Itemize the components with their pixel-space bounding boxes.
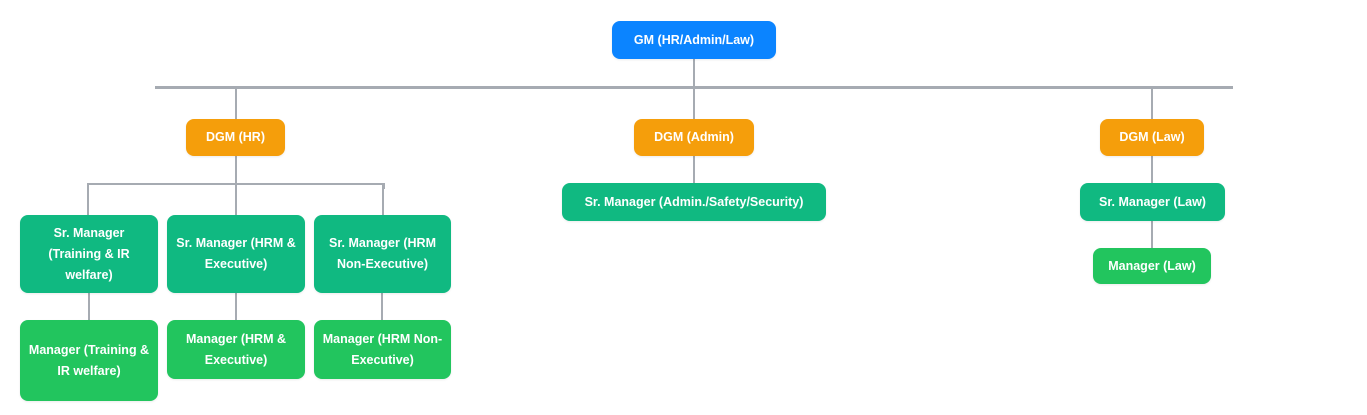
- connector-to-training-sr: [87, 185, 89, 215]
- connector-to-dgm-hr: [235, 89, 237, 119]
- node-dgm-admin-label: DGM (Admin): [654, 130, 734, 144]
- node-dgm-admin[interactable]: DGM (Admin): [634, 119, 754, 156]
- node-manager-training-label: Manager (Training & IR welfare): [28, 342, 150, 378]
- node-sr-manager-hrm-executive[interactable]: Sr. Manager (HRM & Executive): [167, 215, 305, 293]
- node-manager-law[interactable]: Manager (Law): [1093, 248, 1211, 284]
- node-sr-manager-hrm-non-executive-label: Sr. Manager (HRM Non-Executive): [329, 236, 436, 271]
- node-dgm-hr[interactable]: DGM (HR): [186, 119, 285, 156]
- connector-admin-down: [693, 155, 695, 184]
- connector-law-sr-mgr: [1151, 220, 1153, 249]
- connector-to-hrm-exec-sr: [235, 185, 237, 215]
- node-dgm-hr-label: DGM (HR): [205, 130, 265, 144]
- node-gm[interactable]: GM (HR/Admin/Law): [612, 21, 776, 59]
- connector-hr-bar: [87, 183, 385, 185]
- node-manager-law-label: Manager (Law): [1108, 258, 1196, 273]
- connector-hrm-nonexec-sr-mgr: [381, 292, 383, 321]
- node-dgm-law[interactable]: DGM (Law): [1100, 119, 1204, 156]
- node-sr-manager-training-label: Sr. Manager (Training & IR welfare): [48, 225, 130, 282]
- node-dgm-law-label: DGM (Law): [1119, 130, 1185, 144]
- node-gm-label: GM (HR/Admin/Law): [633, 32, 755, 47]
- node-sr-manager-hrm-executive-label: Sr. Manager (HRM & Executive): [176, 236, 296, 271]
- connector-hr-down: [235, 155, 237, 184]
- node-sr-manager-law[interactable]: Sr. Manager (Law): [1080, 183, 1225, 221]
- node-manager-hrm-non-executive[interactable]: Manager (HRM Non-Executive): [314, 320, 451, 379]
- node-manager-hrm-executive[interactable]: Manager (HRM & Executive): [167, 320, 305, 379]
- node-sr-manager-law-label: Sr. Manager (Law): [1099, 194, 1206, 209]
- node-sr-manager-admin-label: Sr. Manager (Admin./Safety/Security): [584, 194, 804, 209]
- node-manager-hrm-non-executive-label: Manager (HRM Non-Executive): [322, 331, 443, 367]
- connector-training-sr-mgr: [88, 292, 90, 321]
- connector-hrm-exec-sr-mgr: [235, 292, 237, 321]
- node-manager-hrm-executive-label: Manager (HRM & Executive): [185, 331, 286, 367]
- connector-to-dgm-law: [1151, 89, 1153, 119]
- node-sr-manager-hrm-non-executive[interactable]: Sr. Manager (HRM Non-Executive): [314, 215, 451, 293]
- connector-to-dgm-admin: [693, 89, 695, 119]
- node-manager-training[interactable]: Manager (Training & IR welfare): [20, 320, 158, 401]
- connector-dgm-bar: [155, 86, 1233, 89]
- connector-hr-right-tick: [383, 183, 385, 189]
- node-sr-manager-admin[interactable]: Sr. Manager (Admin./Safety/Security): [562, 183, 826, 221]
- connector-gm-down: [693, 58, 695, 87]
- node-sr-manager-training[interactable]: Sr. Manager (Training & IR welfare): [20, 215, 158, 293]
- connector-to-hrm-nonexec-sr: [382, 185, 384, 215]
- connector-law-down: [1151, 155, 1153, 184]
